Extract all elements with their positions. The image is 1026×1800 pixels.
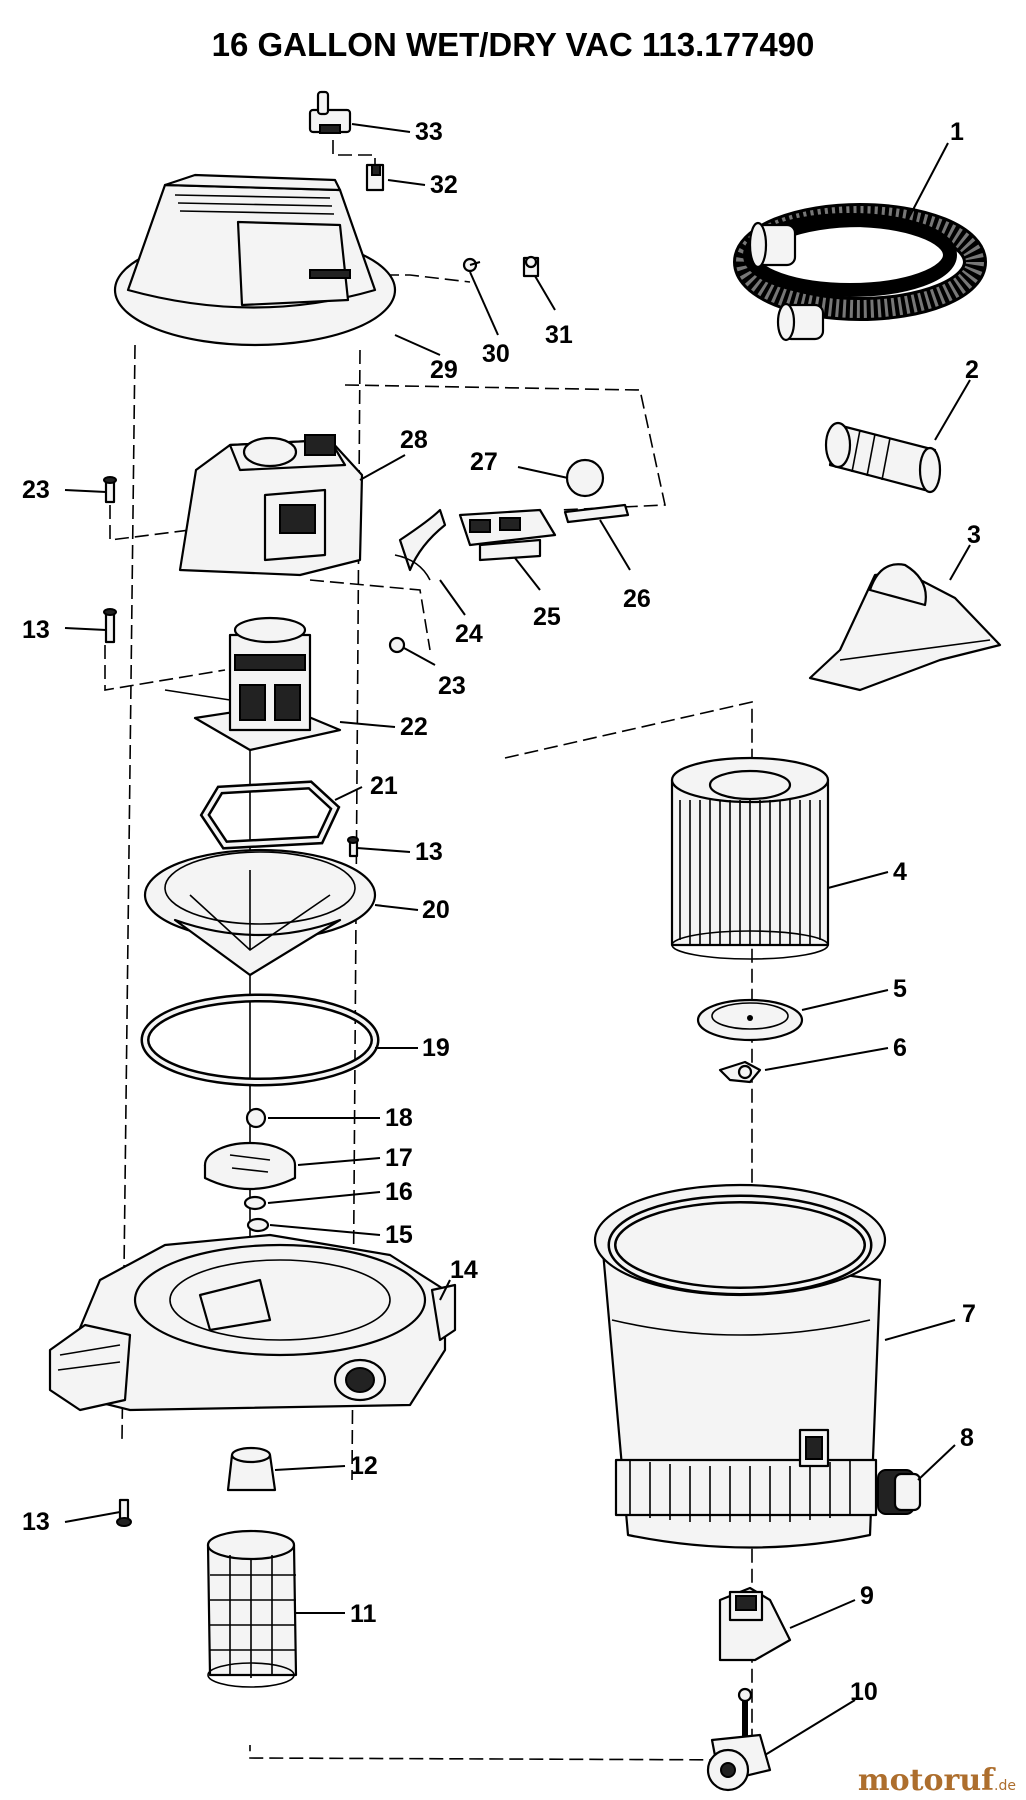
callout-15: 15 [385,1221,413,1249]
part-float-cage [206,1529,298,1688]
part-screw-23-lower [388,636,406,654]
part-baffle-plate [143,848,377,977]
part-screw-13-bottom [116,1498,132,1527]
part-toggle-switch [308,90,352,134]
watermark-brand: motoruf [858,1763,996,1798]
callout-7: 7 [962,1300,976,1328]
callout-13-mid: 13 [415,838,443,866]
part-nut [245,1107,267,1129]
part-cartridge-filter [670,756,830,960]
callout-2: 2 [965,356,979,384]
part-switch-housing [458,508,557,562]
part-wing-nut [718,1060,762,1084]
callout-5: 5 [893,975,907,1003]
part-motor-gasket [199,780,341,850]
watermark: motoruf.de [858,1763,1016,1798]
part-hose [733,203,987,342]
callout-3: 3 [967,521,981,549]
callout-29: 29 [430,356,458,384]
callout-9: 9 [860,1582,874,1610]
callout-6: 6 [893,1034,907,1062]
part-collection-drum [593,1183,887,1549]
callout-numbers: 1 2 3 4 5 6 7 8 9 10 11 12 13 13 13 14 1… [22,118,981,1706]
callout-32: 32 [430,171,458,199]
callout-14: 14 [450,1256,478,1284]
part-caster-wheel [706,1687,772,1792]
callout-30: 30 [482,340,510,368]
part-drain-cap [877,1469,922,1515]
callout-17: 17 [385,1144,413,1172]
callout-25: 25 [533,603,561,631]
callout-23-top: 23 [22,476,50,504]
callout-19: 19 [422,1034,450,1062]
callout-10: 10 [850,1678,878,1706]
callout-20: 20 [422,896,450,924]
callout-16: 16 [385,1178,413,1206]
part-motor-housing [178,434,364,577]
callout-12: 12 [350,1452,378,1480]
part-switch-clip [522,255,540,278]
part-screw-13-upper [103,608,117,644]
part-switch-actuator [563,503,630,524]
callout-24: 24 [455,620,483,648]
callout-23-lower: 23 [438,672,466,700]
callout-13-bottom: 13 [22,1508,50,1536]
callout-21: 21 [370,772,398,800]
part-switch-screw [462,257,481,273]
part-screw-23-top [103,476,117,504]
part-lid-gasket [140,993,380,1087]
part-screw-13-mid [347,836,359,858]
callout-leader-lines [64,123,971,1756]
diagram-title: 16 GALLON WET/DRY VAC 113.177490 [212,26,815,63]
callout-1: 1 [950,118,964,146]
callout-28: 28 [400,426,428,454]
callout-4: 4 [893,858,907,886]
callout-18: 18 [385,1104,413,1132]
callout-22: 22 [400,713,428,741]
callout-8: 8 [960,1424,974,1452]
part-caster-base [718,1586,792,1662]
part-switch-plate [365,163,385,192]
callout-11: 11 [350,1600,377,1628]
callout-27: 27 [470,448,498,476]
part-ball-float [565,458,605,498]
part-motor-cover [113,173,397,347]
callout-26: 26 [623,585,651,613]
part-motor [164,616,342,752]
callout-13-upper: 13 [22,616,50,644]
part-float-disc [203,1141,297,1191]
watermark-suffix: .de [994,1778,1016,1794]
part-filter-retainer-plate [696,998,804,1042]
part-wire-harness [394,508,447,581]
callout-33: 33 [415,118,443,146]
part-washer-upper [243,1195,267,1211]
part-washer-lower [246,1217,270,1233]
part-lid [48,1233,457,1412]
part-diffuser-cap [226,1446,277,1492]
part-hose-adapter [824,421,942,494]
callout-31: 31 [545,321,573,349]
part-floor-nozzle [808,563,1002,692]
